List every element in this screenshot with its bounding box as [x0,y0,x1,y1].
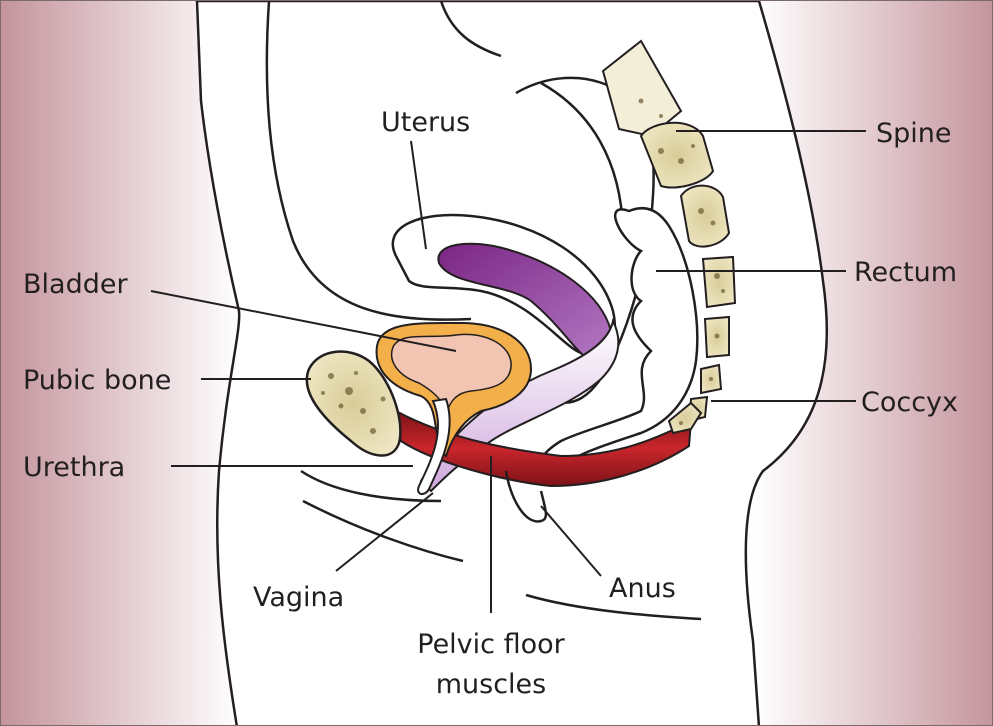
label-coccyx: Coccyx [861,387,958,418]
label-pubic-bone: Pubic bone [23,365,171,396]
label-urethra: Urethra [23,452,125,483]
label-spine: Spine [876,118,952,149]
label-bladder: Bladder [23,269,128,300]
label-pelvic-floor-line1: Pelvic floor [417,629,565,660]
label-uterus: Uterus [381,107,470,138]
label-pelvic-floor-line2: muscles [436,669,547,700]
label-rectum: Rectum [854,257,957,288]
label-anus: Anus [609,573,676,604]
label-vagina: Vagina [253,582,344,613]
